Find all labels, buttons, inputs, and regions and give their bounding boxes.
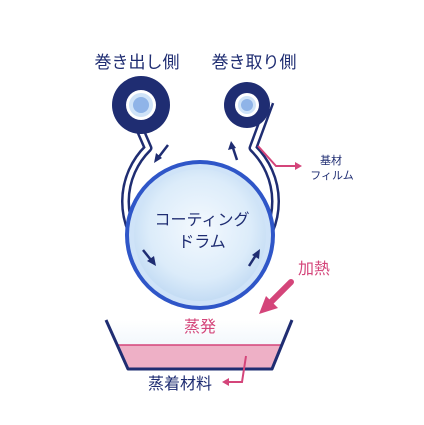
coating-drum: [125, 160, 275, 310]
evaporation-label: 蒸発: [184, 317, 216, 336]
coating-drum-label-line1: コーティング: [154, 210, 249, 229]
substrate-leader-line: [257, 145, 302, 170]
rewind-roll-icon: [224, 82, 270, 128]
substrate-film-label-line1: 基材: [320, 153, 342, 167]
rewind-side-label: 巻き取り側: [212, 53, 297, 73]
unwind-side-label: 巻き出し側: [95, 53, 180, 73]
film-direction-arrow-icon: [142, 141, 260, 267]
heat-arrow-icon: [259, 279, 294, 314]
material-leader-line: [222, 355, 247, 386]
substrate-film-label-line2: フィルム: [310, 169, 354, 182]
unwind-roll-icon: [112, 76, 170, 134]
deposition-material-label: 蒸着材料: [148, 374, 212, 393]
heating-label: 加熱: [298, 259, 330, 278]
coating-drum-label-line2: ドラム: [178, 232, 226, 251]
